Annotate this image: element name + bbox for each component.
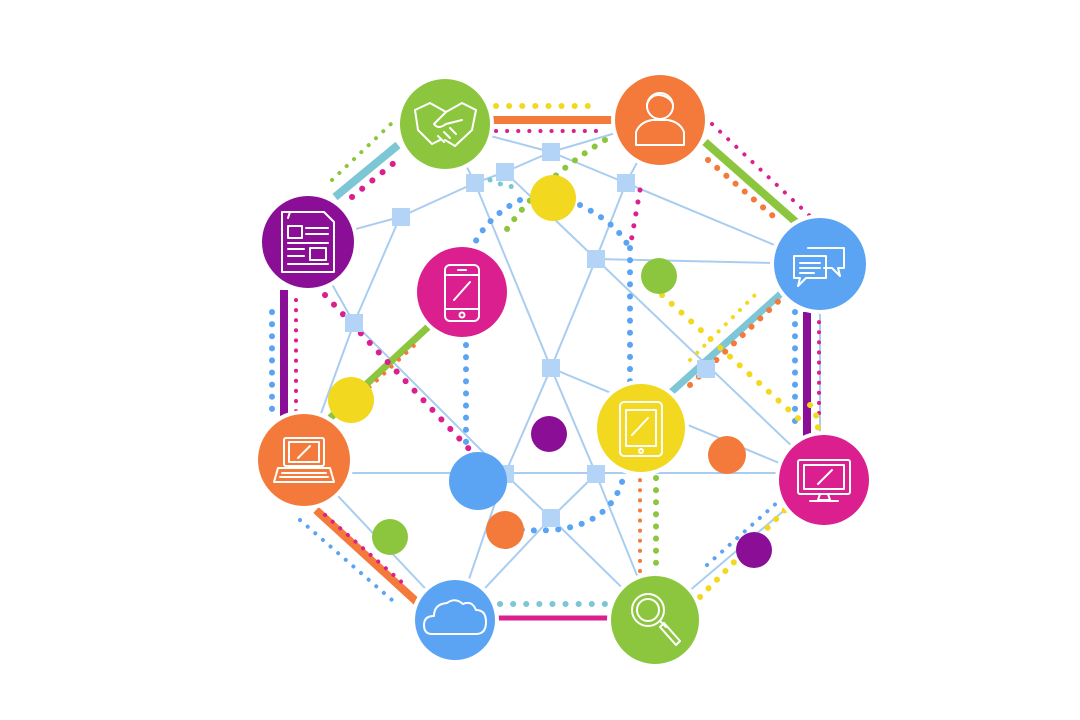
- node-monitor: [775, 431, 873, 529]
- node-search: [607, 572, 703, 668]
- node-handshake: [396, 75, 494, 173]
- monitor-icon: [797, 459, 851, 502]
- laptop-icon: [273, 437, 335, 483]
- document-icon: [281, 211, 335, 273]
- link-laptop-cloud: [313, 507, 421, 606]
- floating-dots: [328, 175, 772, 568]
- node-laptop: [254, 410, 354, 510]
- tablet-icon: [619, 401, 663, 457]
- node-document: [258, 192, 358, 292]
- link-document-handshake: [332, 141, 401, 201]
- node-smartphone: [413, 243, 511, 341]
- person-icon: [635, 92, 685, 146]
- link-person-chat: [702, 138, 800, 227]
- node-tablet: [593, 380, 689, 476]
- node-person: [611, 71, 709, 169]
- node-cloud: [411, 576, 499, 664]
- search-icon: [631, 593, 681, 646]
- node-chat: [770, 214, 870, 314]
- cloud-icon: [423, 599, 487, 635]
- chat-bubbles-icon: [793, 247, 845, 287]
- handshake-icon: [414, 102, 477, 147]
- outer-solid-links: [280, 116, 811, 621]
- link-chat-tablet: [665, 287, 788, 398]
- smartphone-icon: [444, 264, 480, 322]
